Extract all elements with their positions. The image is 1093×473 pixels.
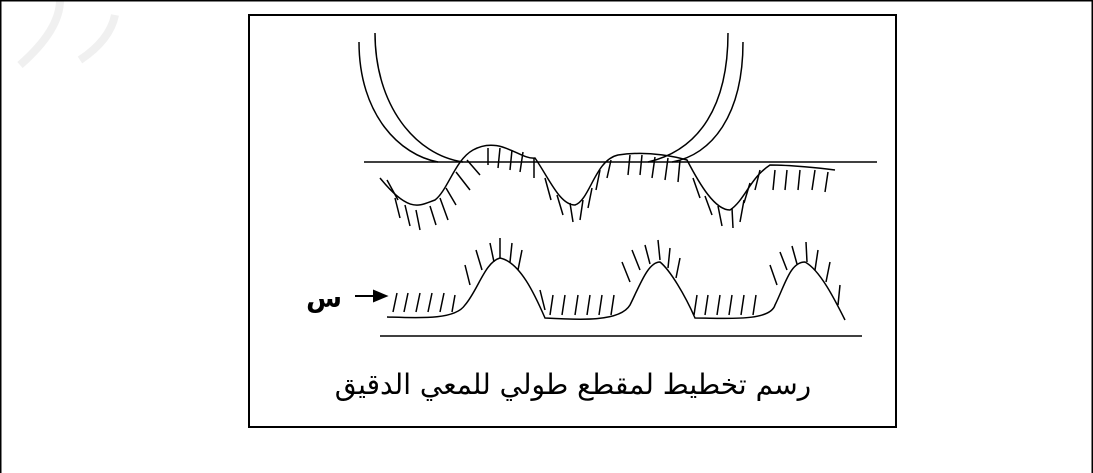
watermark-strokes [20,0,115,65]
marker-label: س [306,284,342,314]
arrow-marker [355,291,386,301]
diagram-caption: رسم تخطيط لمقطع طولي للمعي الدقيق [335,368,811,401]
villi-wave-bottom [387,238,845,320]
top-arc-pair [359,33,743,162]
